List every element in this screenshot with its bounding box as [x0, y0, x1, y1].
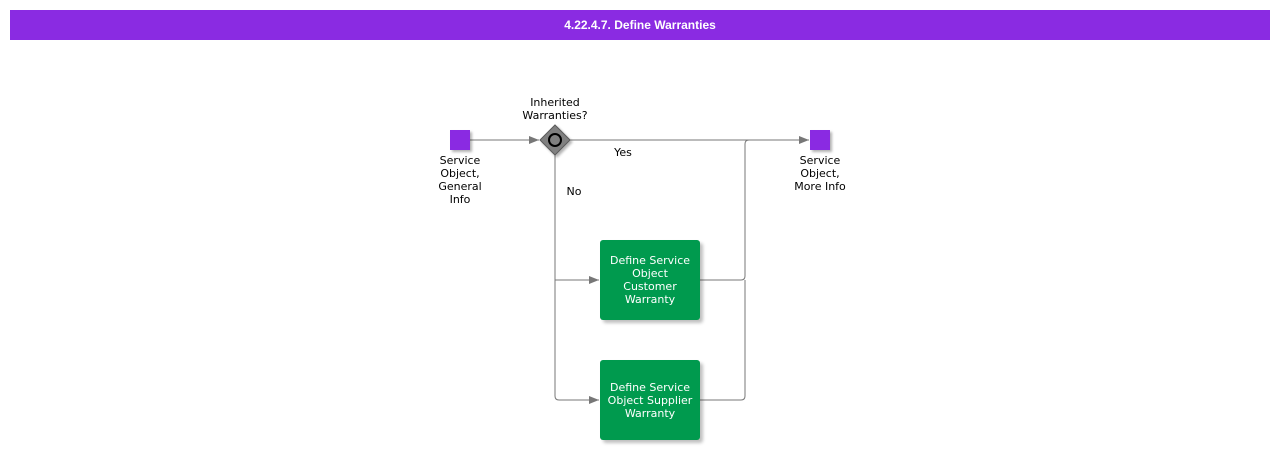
edge-customer-task-to-merge: [700, 139, 750, 281]
end-event[interactable]: [810, 130, 830, 150]
task-define-supplier-warranty[interactable]: Define Service Object Supplier Warranty: [600, 360, 700, 440]
gateway-circle-icon: [548, 133, 562, 147]
edge-no-label: No: [566, 185, 582, 198]
start-event-label: Service Object, General Info: [438, 154, 482, 206]
end-event-label: Service Object, More Info: [794, 154, 846, 193]
gateway-label: Inherited Warranties?: [522, 96, 588, 122]
task-define-customer-warranty[interactable]: Define Service Object Customer Warranty: [600, 240, 700, 320]
edge-yes-label: Yes: [614, 146, 632, 159]
start-event[interactable]: [450, 130, 470, 150]
page-title: 4.22.4.7. Define Warranties: [10, 10, 1270, 40]
exclusive-gateway[interactable]: [539, 124, 571, 156]
edge-gateway-no-to-supplier-task: [554, 280, 599, 404]
edge-gateway-no-to-customer-task: [554, 155, 599, 284]
edge-supplier-task-to-merge: [700, 280, 746, 401]
